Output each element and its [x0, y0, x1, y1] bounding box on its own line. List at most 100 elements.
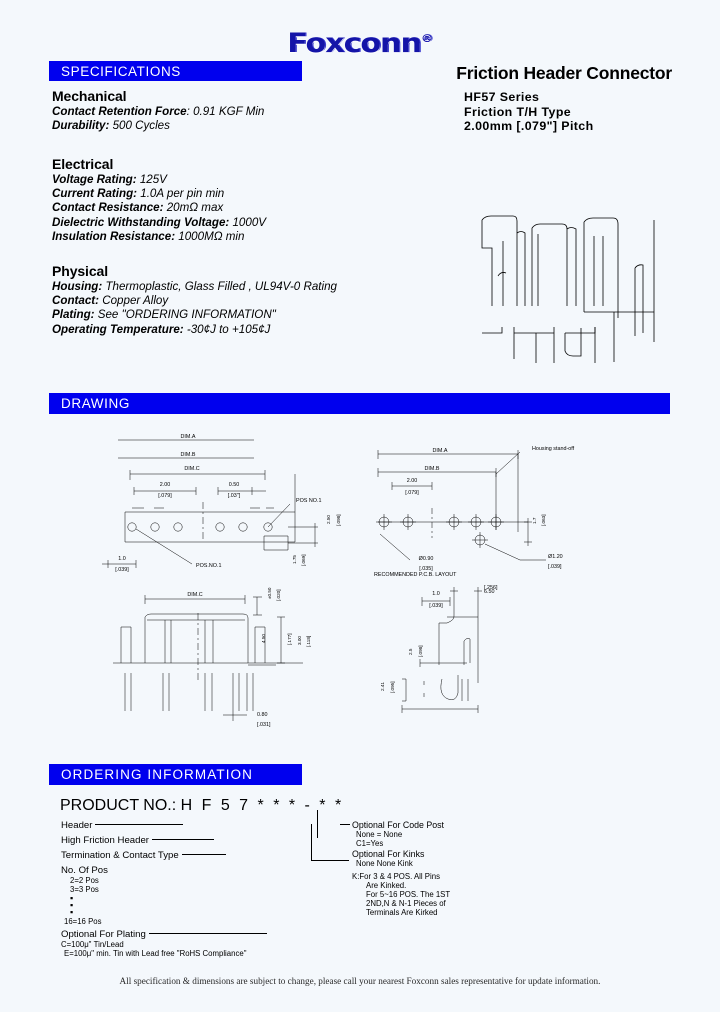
spec-heading: Electrical	[52, 156, 114, 172]
spec-item: Insulation Resistance: 1000MΩ min	[52, 230, 266, 244]
kinks-line: None None Kink	[356, 859, 413, 869]
spec-group-mechanical: Mechanical Contact Retention Force: 0.91…	[52, 88, 264, 133]
leader-row: Termination & Contact Type	[61, 850, 267, 861]
svg-text:[.256]: [.256]	[484, 585, 498, 591]
product-illustration	[470, 208, 670, 368]
product-number-code: H F 5 7 * * * - * *	[180, 797, 344, 814]
drawing-side-view: DIM.C ±0.50 [.020] 4.50 [.177] 3.00 [.11…	[105, 583, 335, 733]
leader-label: Optional For Plating	[61, 928, 146, 940]
kinks-line: For 5~16 POS. The 1ST	[366, 890, 451, 900]
plating-option: E=100μ" min. Tin with Lead free "RoHS Co…	[64, 948, 247, 958]
svg-text:[.069]: [.069]	[301, 555, 306, 567]
svg-text:1.75: 1.75	[292, 555, 297, 564]
specifications-header: SPECIFICATIONS	[49, 61, 302, 81]
svg-text:1.0: 1.0	[432, 591, 440, 597]
ordering-left-leaders: Header High Friction Header Termination …	[61, 820, 267, 958]
product-number-label: PRODUCT NO.:	[60, 797, 177, 814]
spec-item-value: 1000MΩ min	[175, 229, 245, 243]
spec-item: Plating: See "ORDERING INFORMATION"	[52, 308, 337, 322]
code-post-option: None = None	[356, 830, 403, 839]
spec-heading: Mechanical	[52, 88, 127, 104]
footer-disclaimer: All specification & dimensions are subje…	[119, 976, 601, 986]
plating-option: C=100μ" Tin/Lead	[61, 939, 124, 949]
kinks-line: K:For 3 & 4 POS. All Pins	[352, 871, 440, 881]
svg-text:1.0: 1.0	[118, 556, 126, 562]
svg-text:[.039]: [.039]	[548, 564, 562, 570]
spec-item-value: Thermoplastic, Glass Filled , UL94V-0 Ra…	[102, 280, 337, 293]
kinks-line: Are Kinked.	[366, 880, 407, 890]
svg-text:DIM.B: DIM.B	[425, 466, 440, 472]
svg-text:2.41: 2.41	[380, 682, 385, 691]
svg-text:3.00: 3.00	[297, 636, 302, 645]
kinks-title: Optional For Kinks	[352, 849, 425, 860]
spec-group-physical: Physical Housing: Thermoplastic, Glass F…	[52, 263, 337, 337]
pos-option-last: 16=16 Pos	[64, 917, 102, 927]
svg-text:±0.50: ±0.50	[267, 587, 272, 599]
leader-label: High Friction Header	[61, 835, 149, 846]
spec-item-label: Contact Retention Force	[52, 105, 187, 118]
svg-text:POS.NO.1: POS.NO.1	[196, 563, 221, 569]
spec-item: Durability: 500 Cycles	[52, 119, 264, 133]
spec-item-value: See "ORDERING INFORMATION"	[94, 308, 276, 322]
svg-text:[.03"]: [.03"]	[228, 493, 241, 499]
product-number: PRODUCT NO.: H F 5 7 * * * - * *	[60, 797, 344, 815]
spec-item-label: Contact:	[52, 294, 100, 308]
series-label: HF57 Series	[464, 90, 540, 104]
spec-item-value: : 0.91 KGF Min	[186, 105, 265, 118]
svg-text:Housing stand-off: Housing stand-off	[532, 446, 575, 452]
spec-item: Operating Temperature: -30¢J to +105¢J	[52, 323, 337, 337]
ellipsis-dots: ▪▪▪	[70, 893, 74, 918]
svg-text:[.095]: [.095]	[390, 682, 395, 694]
leader-row: Optional For Plating	[61, 929, 267, 940]
registered-mark: ®	[421, 32, 433, 45]
ordering-connector-line	[311, 860, 349, 861]
ordering-connector-line	[317, 810, 318, 838]
spec-item-value: 125V	[136, 173, 167, 186]
company-logo: Foxconn®	[0, 28, 720, 59]
svg-text:2.50: 2.50	[326, 515, 331, 524]
drawing-header: DRAWING	[49, 393, 670, 414]
drawing-pcb-layout: DIM.A DIM.B 2.00 [.079] Housing stand-of…	[370, 424, 620, 579]
svg-text:DIM.C: DIM.C	[187, 592, 202, 598]
spec-item-value: 1000V	[229, 215, 267, 229]
spec-item-label: Contact Resistance:	[52, 201, 164, 215]
svg-text:[.098]: [.098]	[418, 646, 423, 658]
svg-text:2.00: 2.00	[160, 482, 171, 488]
spec-group-electrical: Electrical Voltage Rating: 125V Current …	[52, 156, 266, 244]
leader-label: No. Of Pos	[61, 865, 108, 876]
svg-text:[.039]: [.039]	[429, 603, 443, 609]
svg-text:DIM.A: DIM.A	[181, 434, 196, 440]
svg-text:Ø1.20: Ø1.20	[548, 554, 563, 560]
ordering-right-notes: Optional For Code Post None = None C1=Ye…	[352, 820, 450, 918]
svg-text:Ø0.90: Ø0.90	[419, 556, 434, 562]
spec-item: Voltage Rating: 125V	[52, 173, 266, 187]
spec-item-value: Copper Alloy	[99, 294, 169, 308]
svg-text:POS NO.1: POS NO.1	[296, 498, 321, 504]
pitch-label: 2.00mm [.079"] Pitch	[464, 119, 594, 134]
spec-item-value: 1.0A per pin min	[137, 187, 225, 201]
pos-option: 3=3 Pos	[70, 885, 99, 895]
spec-item: Current Rating: 1.0A per pin min	[52, 187, 266, 201]
spec-item-label: Plating:	[52, 308, 95, 322]
logo-text: Foxconn	[287, 28, 423, 59]
svg-text:0.80: 0.80	[257, 712, 268, 718]
svg-text:[.079]: [.079]	[405, 490, 419, 496]
spec-item-value: 20mΩ max	[163, 201, 224, 215]
spec-item: Housing: Thermoplastic, Glass Filled , U…	[52, 280, 337, 294]
svg-text:1.7: 1.7	[532, 517, 537, 524]
title-subblock: HF57 Series Friction T/H Type 2.00mm [.0…	[464, 90, 594, 134]
leader-row: No. Of Pos	[61, 865, 267, 876]
spec-item-label: Insulation Resistance:	[52, 229, 176, 243]
svg-text:[.098]: [.098]	[336, 515, 341, 527]
spec-item: Contact Retention Force: 0.91 KGF Min	[52, 105, 264, 119]
leader-row: High Friction Header	[61, 835, 267, 846]
svg-text:DIM.C: DIM.C	[184, 466, 199, 472]
svg-text:[.020]: [.020]	[276, 590, 281, 602]
leader-label: Termination & Contact Type	[61, 850, 179, 861]
spec-item-label: Voltage Rating:	[52, 173, 137, 186]
ordering-information-header: ORDERING INFORMATION	[49, 764, 302, 785]
svg-text:2.5: 2.5	[408, 648, 413, 655]
svg-text:2.00: 2.00	[407, 478, 418, 484]
spec-heading: Physical	[52, 263, 109, 279]
